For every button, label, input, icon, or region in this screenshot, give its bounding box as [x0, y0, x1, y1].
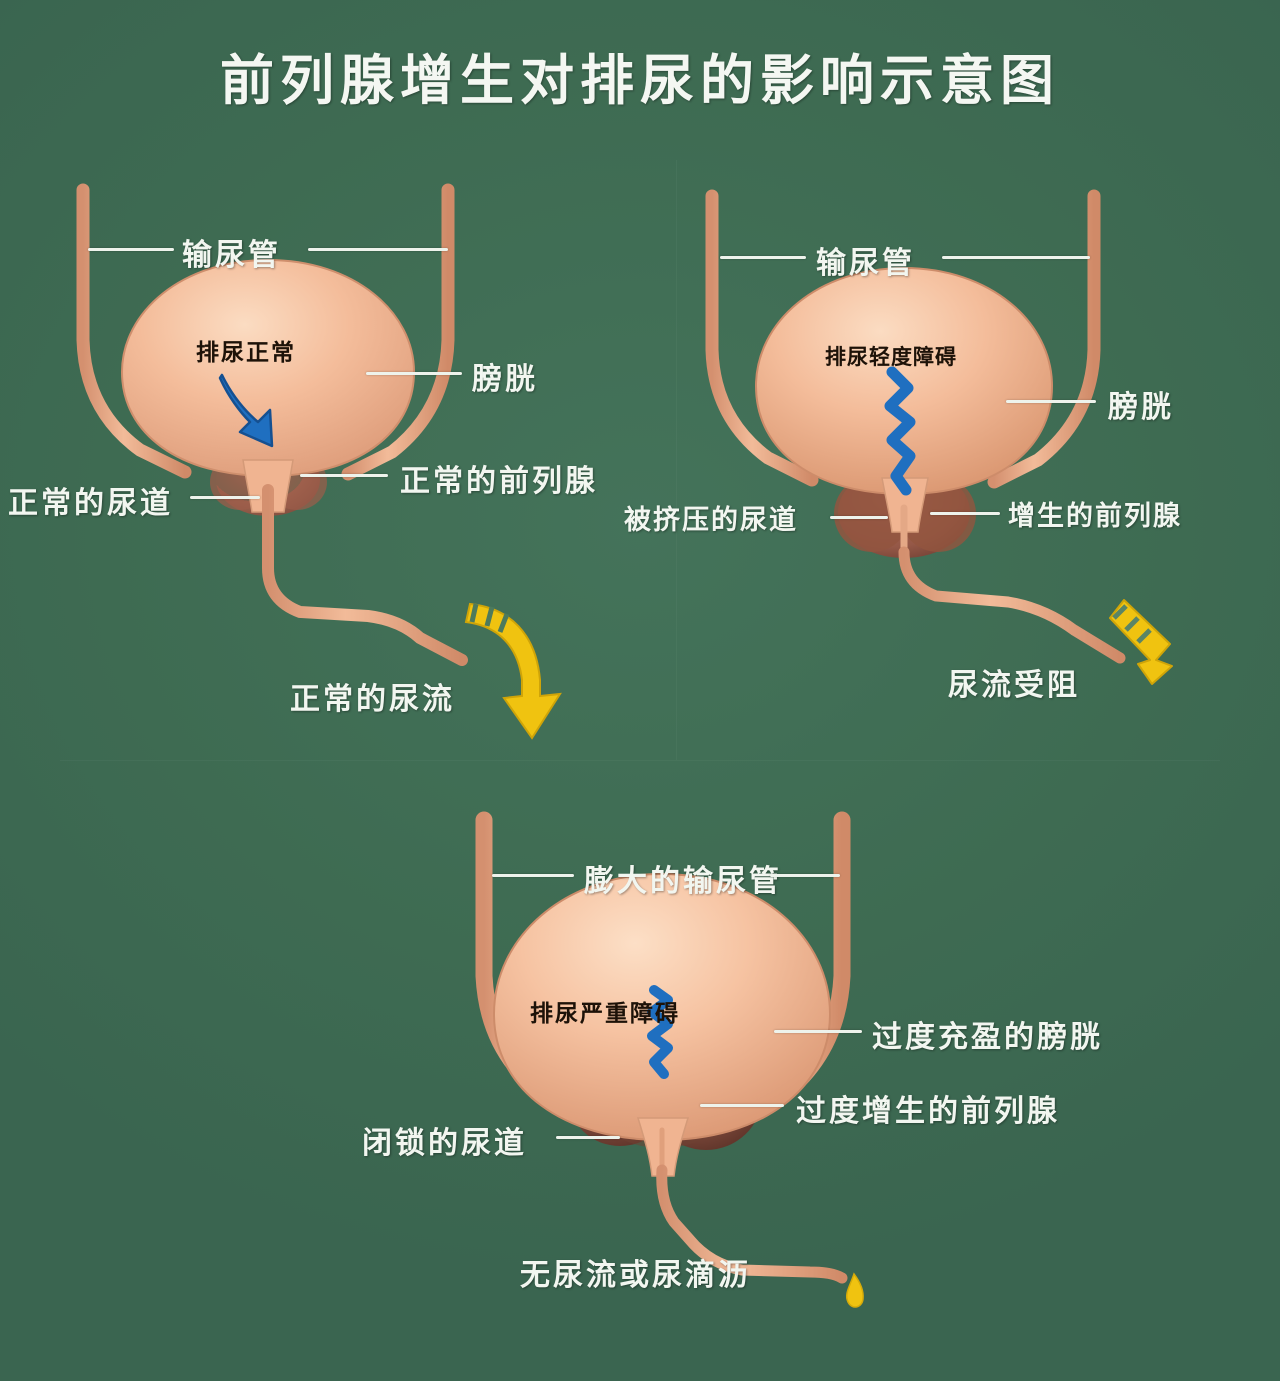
leader-ureter-left: [720, 256, 806, 259]
yellow-stream-arrow-icon: [464, 602, 562, 740]
label-bladder: 膀胱: [1108, 390, 1174, 425]
yellow-drip-icon: [845, 1272, 864, 1308]
label-prostate: 过度增生的前列腺: [796, 1094, 1060, 1129]
leader-ureter-right: [308, 248, 448, 251]
blue-zigzag-compressed-icon: [647, 985, 673, 1079]
page-title: 前列腺增生对排尿的影响示意图: [220, 49, 1060, 112]
panel-mild: 输尿管 排尿轻度障碍 膀胱 被挤压的尿道 增生的前列腺 尿流受阻: [604, 160, 1280, 760]
leader-ureter-left: [492, 874, 574, 877]
leader-urethra: [830, 516, 888, 519]
leader-ureter-right: [942, 256, 1090, 259]
panel-severe: 膨大的输尿管 排尿严重障碍 过度充盈的膀胱 过度增生的前列腺 闭锁的尿道 无尿流…: [302, 778, 1162, 1378]
label-prostate: 增生的前列腺: [1008, 501, 1182, 532]
leader-ureter-left: [88, 248, 174, 251]
label-prostate: 正常的前列腺: [400, 464, 598, 499]
label-bladder: 过度充盈的膀胱: [872, 1020, 1103, 1055]
leader-prostate: [300, 474, 388, 477]
label-voiding-status: 排尿正常: [196, 340, 296, 366]
label-ureter: 输尿管: [816, 246, 915, 281]
leader-urethra: [556, 1136, 620, 1139]
leader-urethra: [190, 496, 260, 499]
blue-zigzag-icon: [884, 366, 916, 496]
label-ureter: 输尿管: [182, 238, 281, 273]
label-bladder: 膀胱: [472, 362, 538, 397]
blue-pressure-arrow-icon: [218, 373, 274, 448]
panel-seam-horizontal: [60, 760, 1220, 761]
leader-bladder: [774, 1030, 862, 1033]
anatomy-mild: [705, 189, 1173, 685]
label-urethra: 闭锁的尿道: [362, 1126, 527, 1161]
leader-prostate: [700, 1104, 784, 1107]
label-ureter: 膨大的输尿管: [584, 864, 782, 899]
leader-ureter-right: [770, 874, 840, 877]
leader-bladder: [366, 372, 462, 375]
panel-normal: 输尿管 排尿正常 膀胱 正常的前列腺 正常的尿道 正常的尿流: [0, 160, 676, 760]
leader-bladder: [1006, 400, 1096, 403]
label-urethra: 被挤压的尿道: [624, 505, 798, 536]
leader-prostate: [930, 512, 1000, 515]
label-voiding-status: 排尿轻度障碍: [825, 345, 957, 369]
label-urine-flow: 正常的尿流: [290, 682, 455, 717]
label-voiding-status: 排尿严重障碍: [530, 1001, 680, 1027]
label-urine-flow: 无尿流或尿滴沥: [520, 1258, 751, 1293]
label-urethra: 正常的尿道: [8, 486, 173, 521]
yellow-blocked-arrow-icon: [1109, 599, 1173, 685]
anatomy-severe: [475, 811, 864, 1308]
label-urine-flow: 尿流受阻: [948, 668, 1080, 703]
